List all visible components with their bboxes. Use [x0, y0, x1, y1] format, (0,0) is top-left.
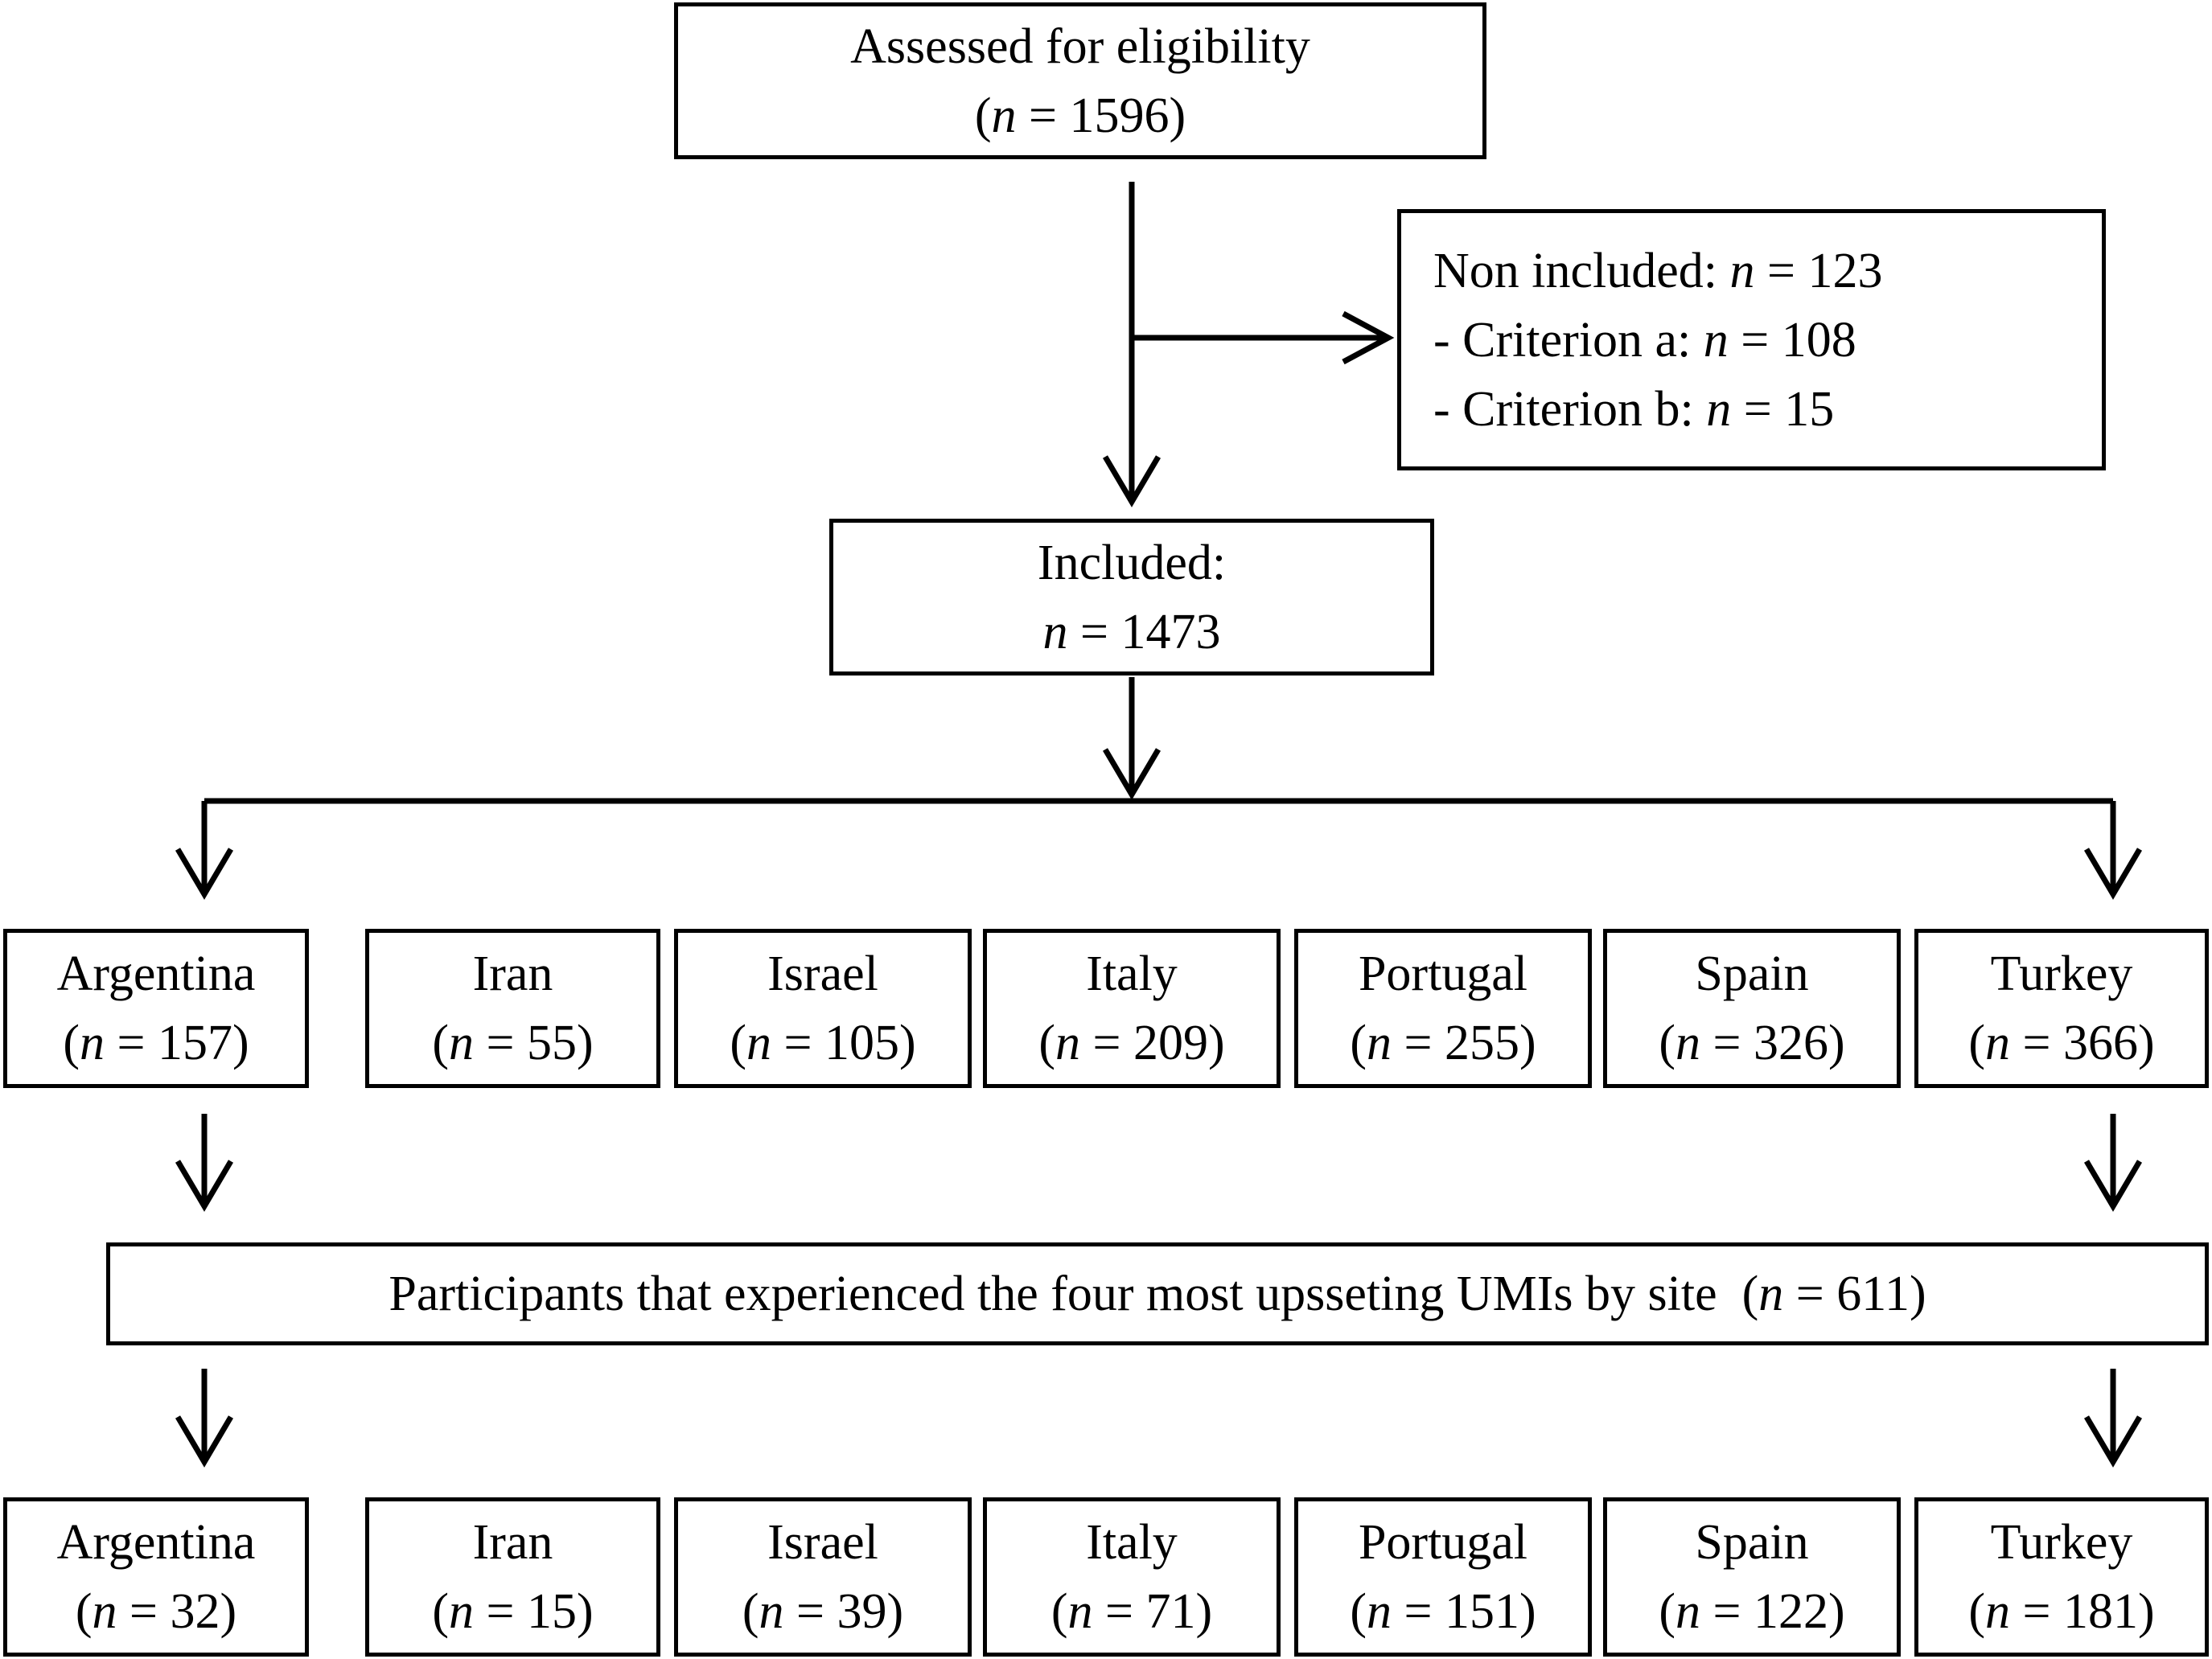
site-name: Turkey [1990, 1515, 2133, 1570]
site-name: Turkey [1990, 947, 2133, 1001]
assessed-box: Assessed for eligibility (n = 1596) [674, 2, 1486, 159]
final-site-box-iran: Iran (n = 15) [365, 1497, 660, 1657]
assessed-count: (n = 1596) [974, 88, 1186, 143]
site-name: Spain [1695, 1515, 1809, 1570]
site-count: (n = 366) [1968, 1016, 2155, 1070]
site-box-turkey: Turkey (n = 366) [1914, 929, 2209, 1088]
site-box-iran: Iran (n = 55) [365, 929, 660, 1088]
site-count: (n = 39) [742, 1584, 904, 1639]
arrowhead-excluded [1342, 310, 1395, 365]
site-count: (n = 181) [1968, 1584, 2155, 1639]
arrowhead-participants-left [175, 1160, 234, 1212]
site-count: (n = 122) [1659, 1584, 1845, 1639]
site-box-italy: Italy (n = 209) [983, 929, 1281, 1088]
included-count: n = 1473 [1042, 604, 1221, 659]
site-name: Portugal [1358, 947, 1528, 1001]
site-box-portugal: Portugal (n = 255) [1294, 929, 1592, 1088]
site-name: Israel [767, 1515, 878, 1570]
site-count: (n = 55) [432, 1016, 594, 1070]
site-count: (n = 71) [1050, 1584, 1213, 1639]
site-name: Argentina [56, 1515, 256, 1570]
included-box: Included: n = 1473 [829, 519, 1434, 676]
criterion-a: - Criterion a: n = 108 [1433, 312, 1856, 368]
excluded-box: Non included: n = 123 - Criterion a: n =… [1397, 209, 2106, 470]
site-count: (n = 255) [1350, 1016, 1536, 1070]
included-label: Included: [1037, 535, 1227, 590]
site-name: Argentina [56, 947, 256, 1001]
site-count: (n = 326) [1659, 1016, 1845, 1070]
site-box-spain: Spain (n = 326) [1603, 929, 1901, 1088]
site-name: Italy [1086, 947, 1178, 1001]
final-site-box-italy: Italy (n = 71) [983, 1497, 1281, 1657]
final-site-box-turkey: Turkey (n = 181) [1914, 1497, 2209, 1657]
site-name: Iran [472, 1515, 553, 1570]
site-count: (n = 157) [63, 1016, 249, 1070]
arrowhead-split-left [175, 848, 234, 900]
participants-box: Participants that experienced the four m… [106, 1242, 2209, 1345]
final-site-box-israel: Israel (n = 39) [674, 1497, 972, 1657]
arrowhead-final-left [175, 1415, 234, 1468]
criterion-b: - Criterion b: n = 15 [1433, 381, 1835, 437]
site-name: Italy [1086, 1515, 1178, 1570]
site-count: (n = 105) [730, 1016, 916, 1070]
site-name: Portugal [1358, 1515, 1528, 1570]
site-count: (n = 209) [1038, 1016, 1225, 1070]
arrowhead-included [1102, 455, 1162, 507]
site-name: Iran [472, 947, 553, 1001]
site-box-argentina: Argentina (n = 157) [3, 929, 309, 1088]
assessed-label: Assessed for eligibility [850, 18, 1310, 74]
final-site-box-portugal: Portugal (n = 151) [1294, 1497, 1592, 1657]
site-count: (n = 32) [75, 1584, 237, 1639]
site-count: (n = 151) [1350, 1584, 1536, 1639]
site-name: Spain [1695, 947, 1809, 1001]
site-box-israel: Israel (n = 105) [674, 929, 972, 1088]
arrowhead-participants-right [2083, 1160, 2143, 1212]
arrowhead-split-right [2083, 848, 2143, 900]
final-site-box-argentina: Argentina (n = 32) [3, 1497, 309, 1657]
arrowhead-final-right [2083, 1415, 2143, 1468]
site-name: Israel [767, 947, 878, 1001]
participants-text: Participants that experienced the four m… [389, 1267, 1926, 1321]
arrowhead-split [1102, 748, 1162, 800]
final-site-box-spain: Spain (n = 122) [1603, 1497, 1901, 1657]
excluded-total: Non included: n = 123 [1433, 243, 1883, 298]
site-count: (n = 15) [432, 1584, 594, 1639]
